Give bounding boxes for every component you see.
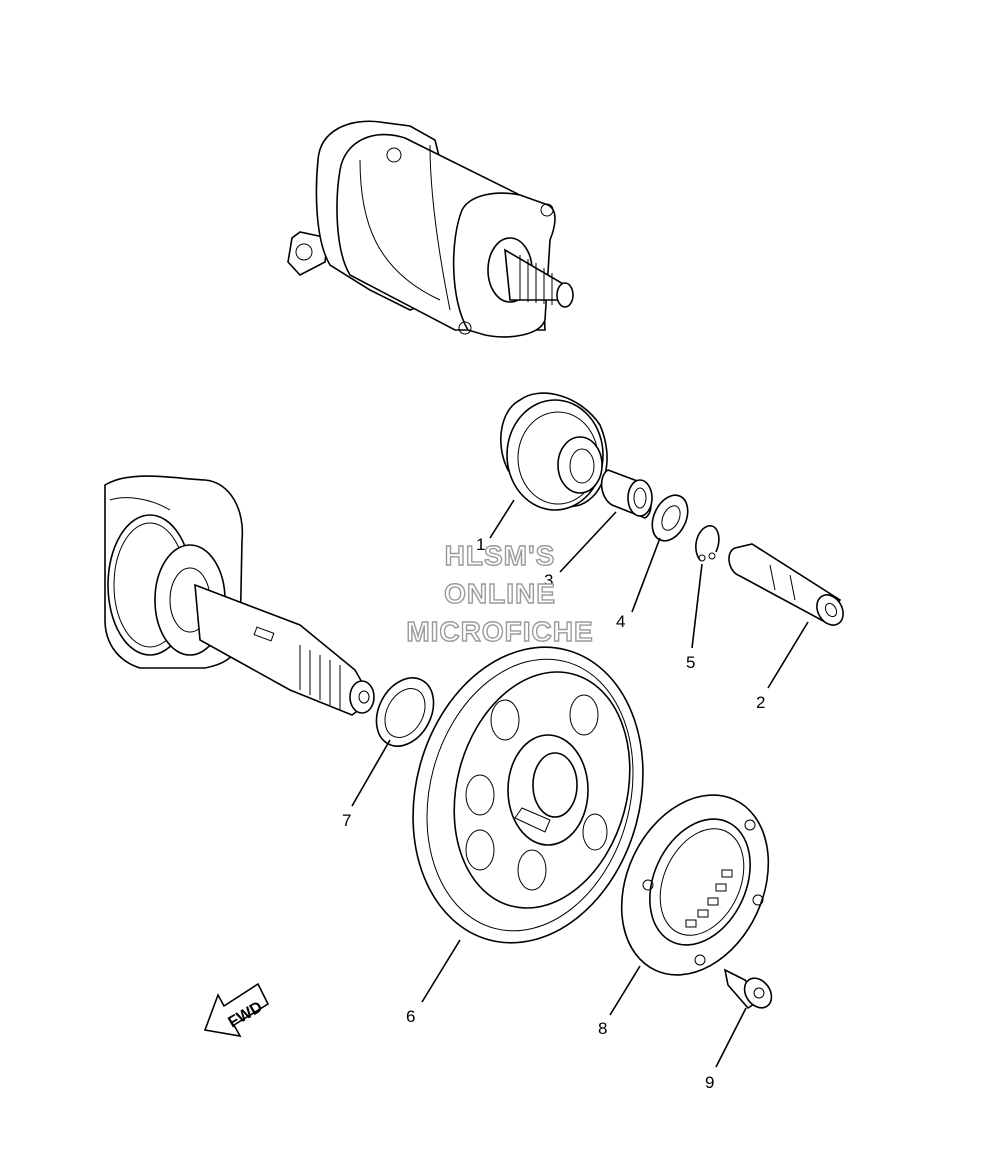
- washer-7: [375, 677, 435, 747]
- callout-8: 8: [598, 1019, 607, 1038]
- callout-1: 1: [476, 535, 485, 554]
- callout-2: 2: [756, 693, 765, 712]
- callout-9: 9: [705, 1073, 714, 1092]
- watermark: HLSM'S ONLINE MICROFICHE: [406, 539, 594, 647]
- crankshaft-assembly: [104, 475, 375, 716]
- fwd-arrow: FWD: [203, 982, 270, 1038]
- callout-3: 3: [544, 571, 553, 590]
- watermark-line-1: HLSM'S: [445, 540, 556, 571]
- starter-wheel-gear: [412, 646, 644, 944]
- callout-7: 7: [342, 811, 351, 830]
- watermark-line-3: MICROFICHE: [406, 616, 593, 647]
- callout-5: 5: [686, 653, 695, 672]
- callout-6: 6: [406, 1007, 415, 1026]
- starter-idle-gear: [500, 392, 608, 511]
- needle-bearing: [600, 469, 653, 519]
- leader-lines: [351, 499, 809, 1068]
- callout-4: 4: [616, 612, 625, 631]
- idle-gear-shaft: [728, 543, 844, 626]
- starter-motor: [287, 120, 574, 338]
- callout-labels: 1 2 3 4 5 6 7 8 9: [342, 535, 765, 1092]
- watermark-line-2: ONLINE: [444, 578, 556, 609]
- socket-bolt: [723, 968, 773, 1010]
- circlip: [695, 525, 720, 562]
- one-way-clutch: [620, 794, 770, 976]
